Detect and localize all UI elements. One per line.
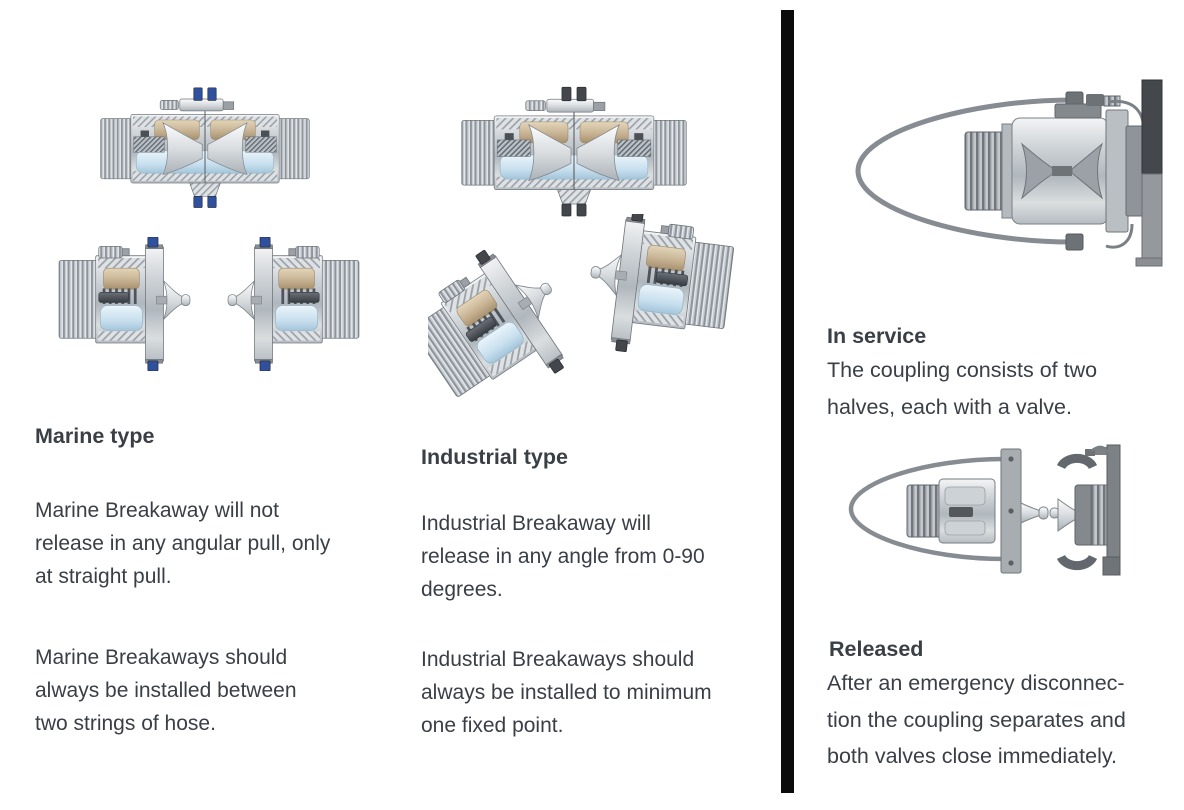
mount-bracket: [1106, 444, 1121, 576]
marine-type-heading: Marine type: [35, 424, 155, 448]
lanyard-loop: [848, 456, 1008, 562]
industrial-paragraph-1: Industrial Breakaway will release in any…: [421, 512, 705, 601]
industrial-coupled-drawing: [461, 86, 687, 217]
industrial-type-heading: Industrial type: [421, 445, 568, 469]
mount-bracket: [1141, 79, 1163, 177]
industrial-connected-illustration: [461, 84, 687, 220]
released-text: After an emergency disconnec- tion the c…: [827, 671, 1126, 768]
marine-paragraph-1: Marine Breakaway will not release in any…: [35, 499, 331, 588]
in-service-heading: In service: [827, 324, 927, 348]
marine-right-half-drawing: [227, 237, 360, 371]
in-service-illustration: [850, 74, 1164, 270]
released-illustration: [845, 437, 1123, 587]
marine-coupled-drawing: [100, 87, 310, 208]
clamp-shell-top: [1056, 453, 1098, 470]
marine-separated-illustration: [58, 237, 360, 371]
marine-left-half-drawing: [58, 237, 191, 371]
industrial-left-half-drawing: [428, 230, 593, 404]
clamp-shell-bottom: [1056, 554, 1098, 571]
lanyard-loop: [855, 97, 1075, 245]
industrial-paragraph-2: Industrial Breakaways should always be i…: [421, 648, 712, 737]
vertical-divider: [781, 10, 794, 793]
industrial-right-half-drawing: [581, 214, 734, 364]
in-service-text: The coupling consists of two halves, eac…: [827, 358, 1098, 419]
industrial-separated-illustration: [428, 214, 734, 404]
released-heading: Released: [829, 637, 924, 661]
marine-paragraph-2: Marine Breakaways should always be insta…: [35, 646, 297, 735]
marine-connected-illustration: [100, 82, 310, 214]
